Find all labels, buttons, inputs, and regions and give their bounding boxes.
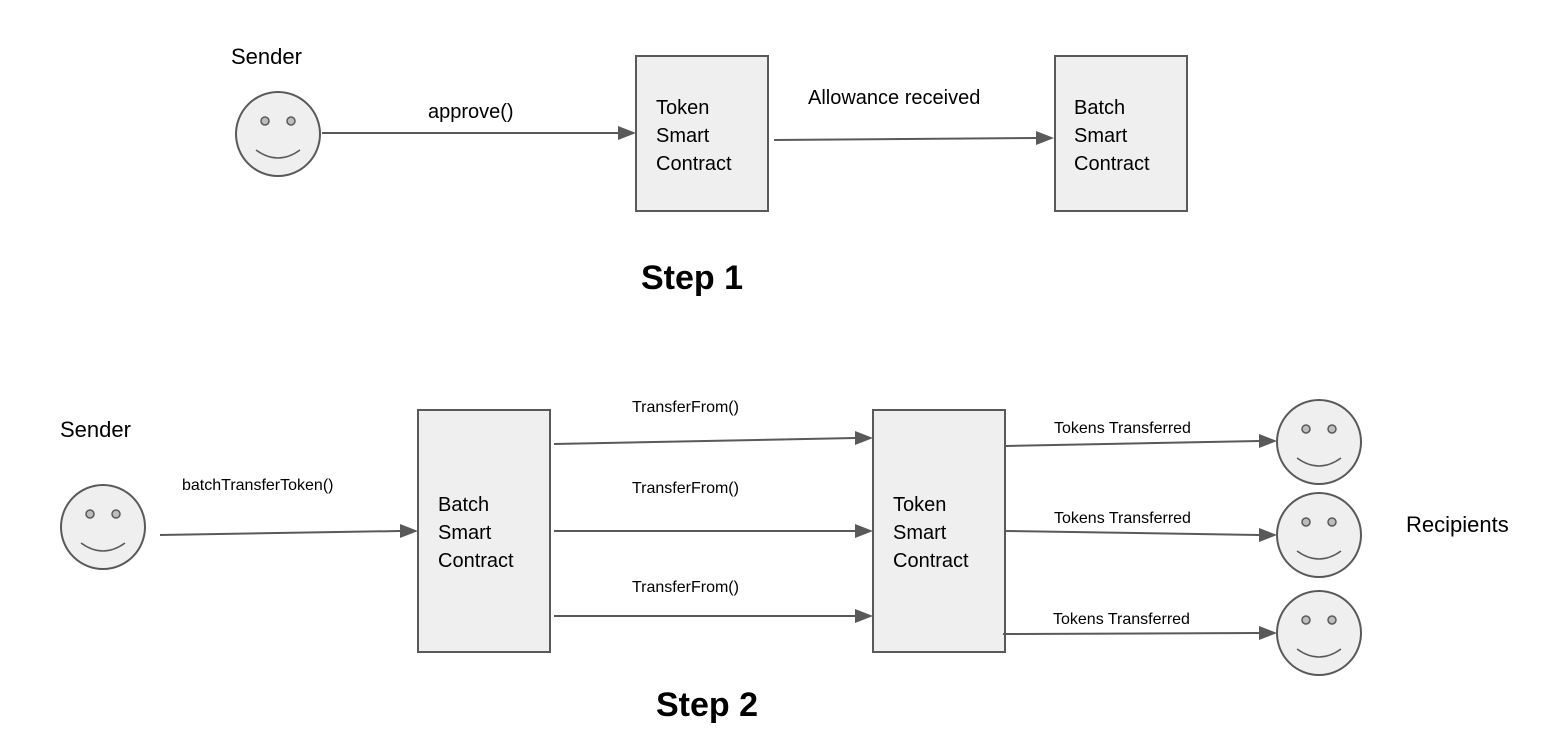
step1-batch-contract-box: Batch Smart Contract xyxy=(1054,55,1188,212)
step2-transfer-label-3: TransferFrom() xyxy=(632,579,739,596)
step2-tokens-arrow-2 xyxy=(1005,528,1277,542)
step2-token-contract-line2: Smart xyxy=(893,522,947,544)
step2-tokens-label-2: Tokens Transferred xyxy=(1054,510,1191,527)
step2-tokens-label-3: Tokens Transferred xyxy=(1053,611,1190,628)
step2-tokens-label-1: Tokens Transferred xyxy=(1054,420,1191,437)
step1-allowance-label: Allowance received xyxy=(808,87,980,109)
step2-recipient-2-face-icon xyxy=(1276,492,1362,578)
step2-sender-face-icon xyxy=(60,484,146,570)
step2-token-contract-box: Token Smart Contract xyxy=(872,409,1006,653)
step1-title: Step 1 xyxy=(641,259,743,297)
step2-transfer-label-2: TransferFrom() xyxy=(632,480,739,497)
step2-transfer-arrow-3 xyxy=(554,609,873,623)
step1-batch-contract-line3: Contract xyxy=(1074,153,1150,175)
step2-token-contract-line3: Contract xyxy=(893,550,969,572)
step1-group: Sender approve() Token Smart Contract Al… xyxy=(231,44,1188,297)
step2-token-contract-line1: Token xyxy=(893,494,946,516)
step2-title: Step 2 xyxy=(656,686,758,724)
step2-recipient-3-face-icon xyxy=(1276,590,1362,676)
step2-transfer-label-1: TransferFrom() xyxy=(632,399,739,416)
step2-tokens-arrow-1 xyxy=(1005,434,1277,448)
step1-approve-arrow xyxy=(322,126,636,140)
step1-token-contract-box: Token Smart Contract xyxy=(635,55,769,212)
step1-sender-face-icon xyxy=(235,91,321,177)
step1-batch-contract-line1: Batch xyxy=(1074,97,1125,119)
step2-batch-call-arrow xyxy=(159,524,418,538)
step2-batch-contract-line3: Contract xyxy=(438,550,514,572)
step1-allowance-arrow xyxy=(773,131,1054,145)
step2-batch-contract-box: Batch Smart Contract xyxy=(417,409,551,653)
step2-transfer-arrow-1 xyxy=(553,431,873,445)
step1-approve-label: approve() xyxy=(428,101,514,123)
step2-tokens-arrow-3 xyxy=(1002,626,1277,640)
step1-token-contract-line3: Contract xyxy=(656,153,732,175)
step2-batch-contract-line2: Smart xyxy=(438,522,492,544)
step1-token-contract-line1: Token xyxy=(656,97,709,119)
step2-batch-contract-line1: Batch xyxy=(438,494,489,516)
step2-recipients-label: Recipients xyxy=(1406,512,1509,537)
step2-recipient-1-face-icon xyxy=(1276,399,1362,485)
step2-batch-call-label: batchTransferToken() xyxy=(182,477,333,494)
step2-group: Sender batchTransferToken() Batch Smart … xyxy=(60,399,1509,724)
step2-sender-label: Sender xyxy=(60,417,131,442)
step1-token-contract-line2: Smart xyxy=(656,125,710,147)
step2-transfer-arrow-2 xyxy=(554,524,873,538)
step1-sender-label: Sender xyxy=(231,44,302,69)
step1-batch-contract-line2: Smart xyxy=(1074,125,1128,147)
